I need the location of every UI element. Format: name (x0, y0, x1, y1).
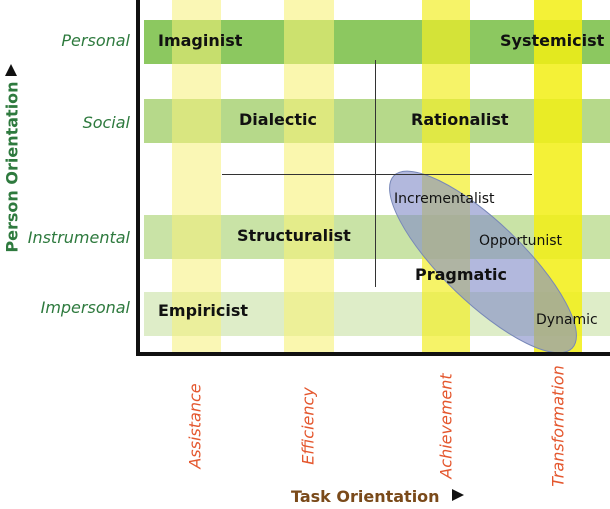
quadrant-vertical-line (375, 60, 376, 287)
x-axis-title: Task Orientation (291, 487, 440, 506)
label-opportunist: Opportunist (479, 233, 563, 249)
row-label-social: Social (82, 113, 130, 132)
cell-structuralist: Structuralist (237, 226, 351, 245)
cell-dialectic: Dialectic (239, 110, 317, 129)
label-incrementalist: Incrementalist (394, 191, 495, 207)
cell-empiricist: Empiricist (158, 301, 249, 320)
y-axis-title: Person Orientation (2, 81, 22, 253)
row-label-instrumental: Instrumental (27, 228, 130, 247)
row-label-personal: Personal (61, 31, 130, 50)
quadrant-horizontal-line (222, 174, 532, 175)
cell-systemicist: Systemicist (500, 31, 605, 50)
cell-imaginist: Imaginist (158, 31, 243, 50)
x-axis-arrow-icon (452, 489, 464, 501)
cell-pragmatic: Pragmatic (415, 265, 507, 284)
col-label-efficiency: Efficiency (298, 387, 318, 465)
band-instrumental (144, 215, 610, 259)
band-assistance (172, 0, 221, 352)
x-axis-line (136, 352, 610, 356)
band-social (144, 99, 610, 143)
label-dynamic: Dynamic (536, 312, 598, 328)
col-label-assistance: Assistance (185, 383, 205, 469)
band-efficiency (284, 0, 334, 352)
y-axis-arrow-icon (5, 64, 17, 76)
col-label-transformation: Transformation (548, 365, 568, 487)
band-personal (144, 20, 610, 64)
cell-rationalist: Rationalist (411, 110, 509, 129)
row-label-impersonal: Impersonal (40, 298, 130, 317)
y-axis-line (136, 0, 140, 356)
col-label-achievement: Achievement (436, 373, 456, 479)
